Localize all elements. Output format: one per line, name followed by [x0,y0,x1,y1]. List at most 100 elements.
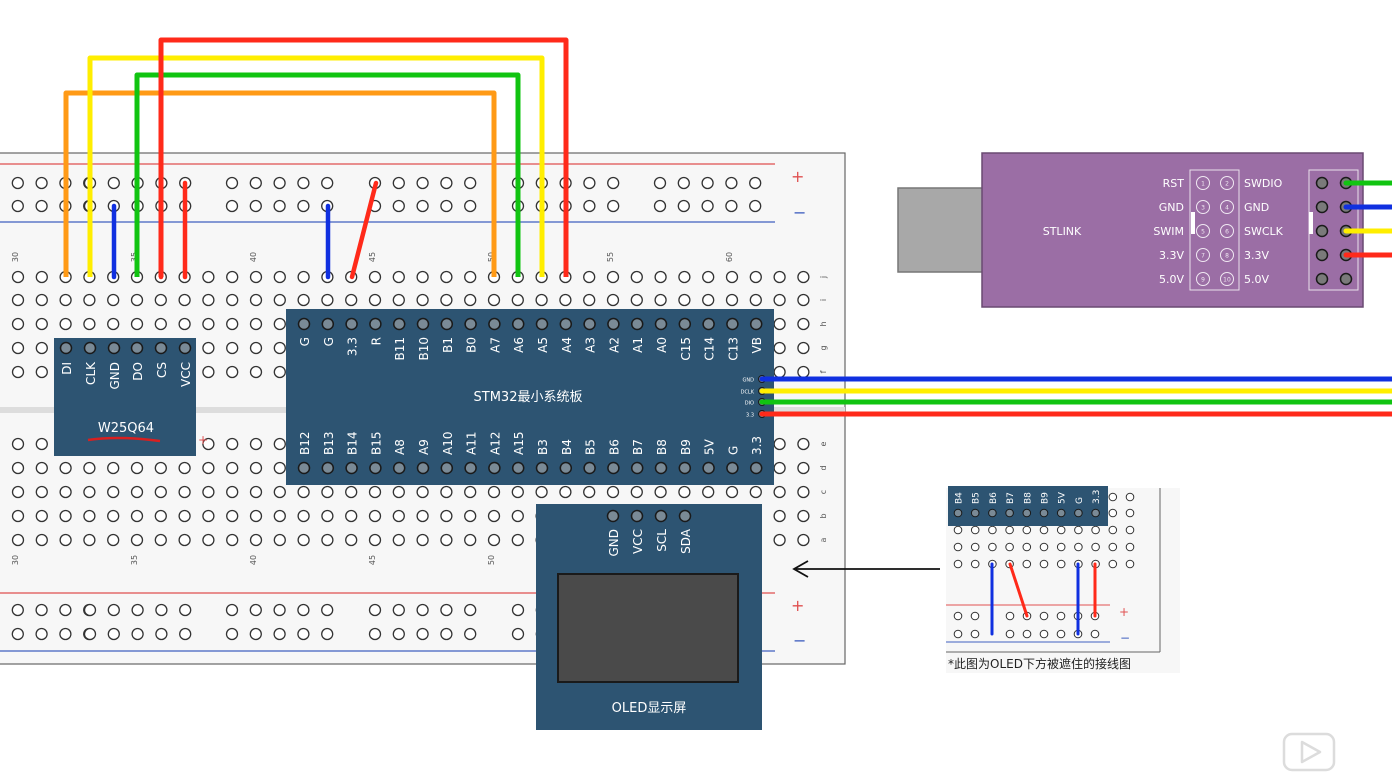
wire-green-do-a6 [134,72,521,277]
stlink-left-label: RST [1163,177,1185,190]
breadboard-hole [464,485,477,499]
rail-hole [249,199,262,213]
stlink-pin [1220,272,1234,286]
rail-hole [464,176,477,190]
breadboard-hole [273,485,286,499]
breadboard-hole [464,270,477,284]
rail-hole [440,176,453,190]
breadboard-hole [725,485,739,499]
stm32-bottom-pin [369,461,382,475]
stm32-debug-label: 3.3 [746,413,754,419]
breadboard-hole [797,317,810,331]
stm32-bottom-pin-label: B7 [631,439,645,455]
play-button[interactable] [1282,732,1336,772]
breadboard-hole [130,293,144,307]
stm32-bottom-pin [678,461,692,475]
rail-hole [440,627,453,641]
stm32-bottom-pin [392,461,406,475]
breadboard-hole [130,461,144,475]
stm32-bottom-pin [559,461,573,475]
rail-hole [416,627,429,641]
breadboard-hole [35,509,48,523]
rail-hole [392,627,405,641]
breadboard-hole [368,270,382,284]
breadboard-hole [226,270,239,284]
rail-hole [297,603,310,617]
rail-hole [440,603,453,617]
top-jumper-wires [63,37,569,277]
inset-hole [970,542,980,552]
breadboard-hole [249,437,263,451]
w25q64-board [54,338,196,456]
rail-hole [107,603,120,617]
stlink-output-pin [1315,200,1329,214]
breadboard-hole [249,461,263,475]
rail-hole [368,627,382,641]
breadboard-hole [83,485,96,499]
breadboard-hole [392,509,405,523]
rail-hole [249,176,262,190]
rail-hole [749,176,762,190]
stlink-pin [1196,248,1210,262]
inset-hole [1125,492,1135,502]
inset-hole [1108,559,1118,569]
oled-name: OLED显示屏 [612,701,687,716]
oled-pin-label: SCL [655,529,669,552]
stm32-top-pin [464,317,477,331]
inset-rail-minus: − [1120,631,1130,645]
inset-hole [1056,525,1066,535]
inset-hole [1005,525,1014,535]
stlink-pin [1220,176,1234,190]
breadboard-hole [273,270,286,284]
breadboard-hole [345,485,358,499]
rail-hole [583,176,596,190]
breadboard-hole [107,293,120,307]
breadboard-hole [130,485,144,499]
rail-hole [83,603,97,617]
inset-pin-label: B8 [1023,492,1033,504]
column-number-bottom: 50 [487,555,496,565]
breadboard-hole [321,533,334,547]
wire-red-cs-a4 [158,37,569,277]
breadboard-hole [107,533,120,547]
breadboard-hole [226,365,239,379]
breadboard-hole [178,461,191,475]
debug-wires [759,376,1392,417]
rail-hole [225,603,239,617]
stlink-output-pin [1315,224,1329,238]
stlink-output-pin [1339,272,1353,286]
rail-hole [725,176,738,190]
column-number-top: 60 [725,252,734,262]
wire-orange-di-a7 [63,90,497,277]
breadboard-hole [35,270,48,284]
column-number-bottom: 35 [130,555,139,565]
rail-hole [368,603,382,617]
column-number-top: 30 [11,252,20,262]
oled-pin-label: VCC [631,529,645,554]
w25q64-pin-label: DI [60,362,74,375]
stlink-pin-number: 6 [1225,229,1229,236]
breadboard-hole [440,509,453,523]
inset-hole [1125,508,1135,518]
rail-hole [511,627,525,641]
stm32-top-pin-label: A2 [607,337,621,353]
stm32-bottom-pin-label: A12 [488,432,502,455]
breadboard-hole [11,437,25,451]
breadboard-hole [273,509,286,523]
stlink-left-label: GND [1159,201,1184,214]
play-button-frame[interactable] [1282,732,1336,772]
inset-hole [1091,525,1100,535]
stm32-top-pin [488,317,501,331]
breadboard-hole [511,509,524,523]
breadboard-hole [773,461,786,475]
breadboard-hole [416,509,429,523]
stm32-bottom-pin [345,461,358,475]
breadboard-hole [83,509,96,523]
breadboard-hole [797,365,810,379]
stm32-bottom-pin [749,461,763,475]
breadboard-hole [487,485,501,499]
